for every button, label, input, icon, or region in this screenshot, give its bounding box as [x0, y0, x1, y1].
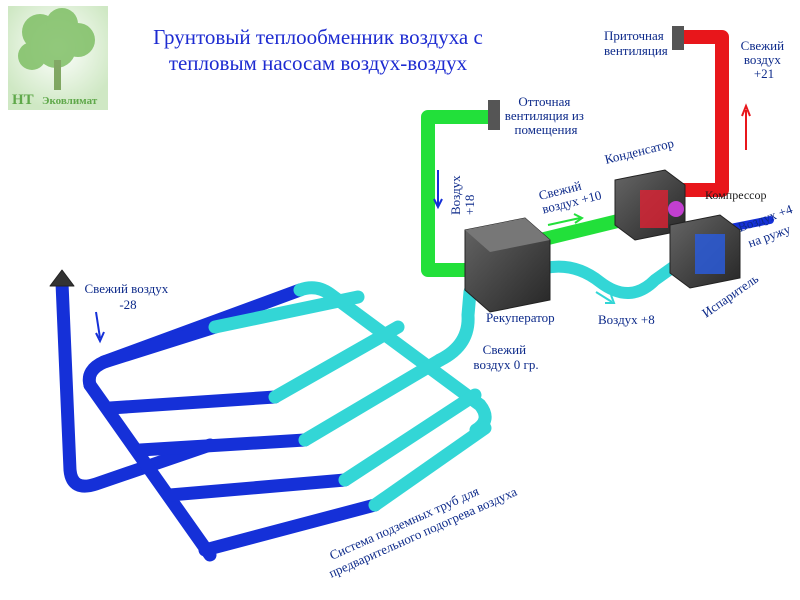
rung-3-cold [133, 433, 312, 457]
rung-2-cold [103, 390, 282, 415]
label-fresh-plus10: Свежий воздух +10 [537, 174, 603, 217]
arrow-air-plus8 [595, 291, 613, 303]
arrow-fresh-plus10 [547, 217, 581, 226]
recuperator-top [465, 218, 550, 252]
intake-cap-icon [49, 269, 75, 287]
exhaust-grille-icon [488, 100, 500, 130]
label-fresh-air-plus21: Свежий воздух +21 [741, 38, 788, 81]
label-supply-vent: Приточная вентиляция [604, 28, 668, 58]
rung-1-cold [97, 320, 222, 369]
evaporator-coil [695, 234, 725, 274]
air-duct-to-evaporator [539, 249, 696, 299]
rung-3-warm [298, 353, 447, 447]
arrow-fresh-plus21-head [741, 103, 751, 117]
exhaust-duct-path [421, 110, 488, 277]
supply-grille-icon [672, 26, 684, 50]
label-air-plus8: Воздух +8 [598, 312, 655, 327]
rung-5-warm [368, 421, 492, 512]
underground-pipe-system [49, 255, 507, 562]
label-pipe-system: Система подземных труб для предварительн… [320, 469, 520, 581]
title-line-1: Грунтовый теплообменник воздуха с [153, 25, 483, 49]
flow-arrows [95, 103, 751, 356]
label-condenser: Конденсатор [603, 135, 675, 167]
exhaust-duct [421, 110, 624, 277]
label-air-plus4: Воздух +4 на ружу [736, 200, 800, 252]
exhaust-outlet-pipe [726, 216, 774, 232]
fresh-air-duct-to-condenser [538, 213, 624, 247]
supply-duct [680, 30, 729, 197]
arrow-air-plus8-head [605, 294, 616, 304]
label-recuperator: Рекуператор [486, 310, 555, 325]
arrow-air-plus18-head [433, 198, 443, 210]
recuperator-unit [464, 217, 551, 313]
label-air-plus18: Воздух +18 [448, 172, 477, 215]
title-line-2: тепловым насосам воздух-воздух [169, 51, 468, 75]
rung-4-warm [338, 388, 482, 487]
logo-tree-icon [18, 8, 95, 90]
label-fresh-zero: Свежий воздух 0 гр. [473, 342, 538, 372]
company-logo: НТ Эковлимат [8, 6, 108, 110]
rung-5-cold [198, 498, 382, 557]
label-compressor: Компрессор [705, 188, 766, 202]
supply-duct-path [680, 30, 729, 197]
arrow-fresh-intake-head [95, 331, 105, 344]
logo-name: Эковлимат [42, 95, 98, 107]
condenser-coil [640, 190, 668, 228]
arrow-fresh-zero-head [455, 338, 465, 348]
label-fresh-intake: Свежий воздух -28 [85, 281, 172, 312]
rung-1-warm [208, 290, 365, 334]
arrow-fresh-zero [452, 341, 463, 356]
arrow-fresh-plus10-head [573, 213, 584, 224]
rung-2-warm [268, 320, 405, 404]
arrow-fresh-intake [95, 311, 101, 339]
condenser-unit [614, 169, 686, 241]
intake-riser-pipe [55, 276, 217, 493]
rung-4-cold [163, 473, 352, 502]
evaporator-unit [669, 214, 741, 289]
label-exhaust-vent: Отточная вентиляция из помещения [505, 94, 587, 137]
logo-short: НТ [12, 92, 34, 108]
compressor-icon [668, 201, 684, 217]
